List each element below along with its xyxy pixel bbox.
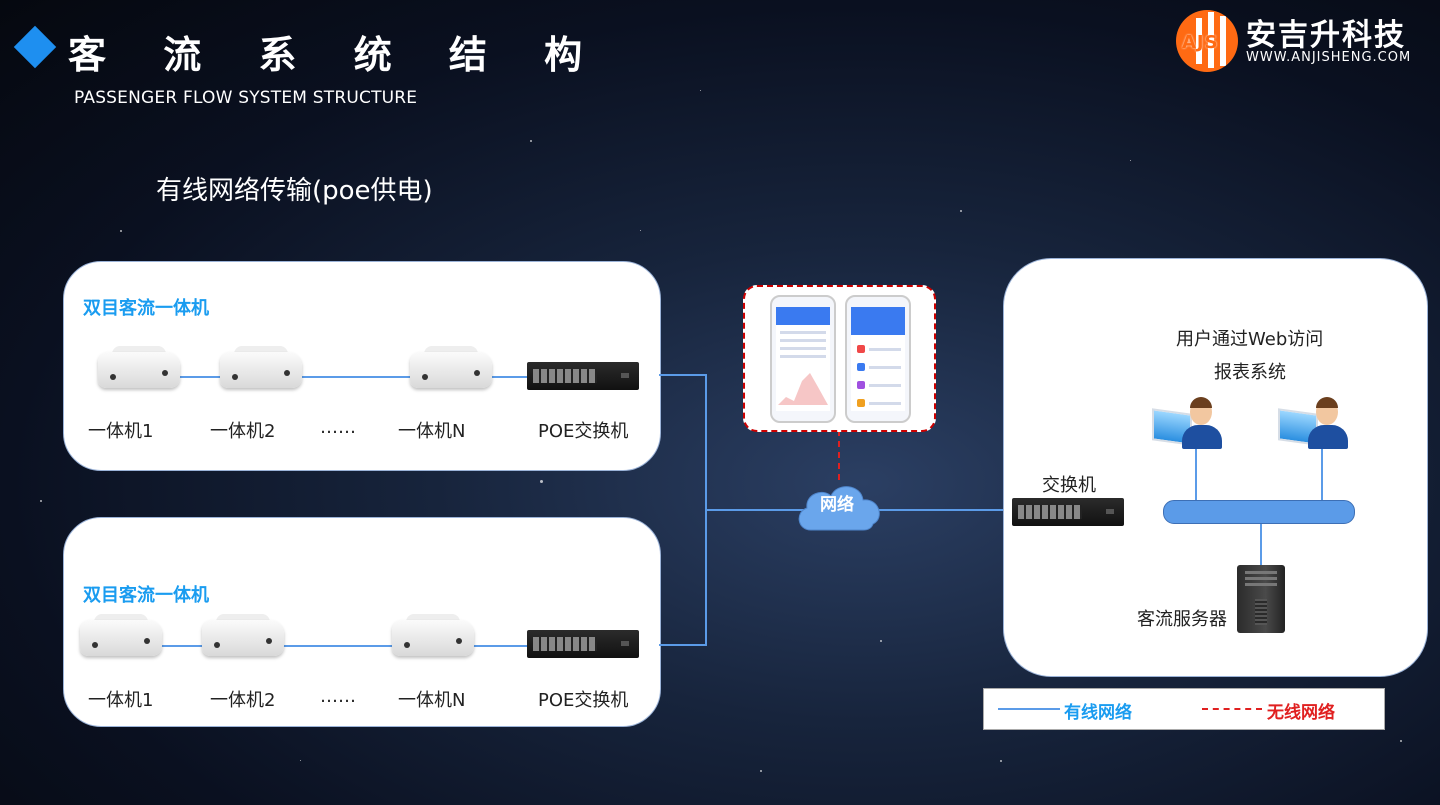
camera-icon — [392, 614, 476, 660]
web-access-line2: 报表系统 — [1214, 362, 1286, 383]
device-label: …… — [320, 686, 356, 707]
panel-title: 双目客流一体机 — [83, 585, 209, 606]
legend-wireless-label: 无线网络 — [1267, 703, 1335, 723]
logo-url: WWW.ANJISHENG.COM — [1246, 50, 1412, 65]
wired-link — [1321, 449, 1323, 501]
page-subtitle: PASSENGER FLOW SYSTEM STRUCTURE — [74, 88, 418, 108]
logo-mark-text: AJS — [1182, 32, 1219, 53]
legend-wired-swatch — [998, 708, 1060, 710]
camera-icon — [220, 346, 304, 392]
phone-icon — [770, 295, 836, 423]
core-switch-icon — [1012, 498, 1124, 526]
wired-link — [1260, 523, 1262, 567]
camera-group-panel-top: 双目客流一体机 一体机1 一体机2 …… 一体机N POE交换机 — [63, 261, 661, 471]
camera-icon — [202, 614, 286, 660]
camera-group-panel-bottom: 双目客流一体机 一体机1 一体机2 …… 一体机N POE交换机 — [63, 517, 661, 727]
phone-icon — [845, 295, 911, 423]
server-label: 客流服务器 — [1137, 609, 1227, 630]
wired-link — [659, 644, 705, 646]
device-label: …… — [320, 417, 356, 438]
wireless-link — [838, 430, 840, 480]
logo-name: 安吉升科技 — [1246, 18, 1406, 53]
camera-icon — [80, 614, 164, 660]
switch-label: 交换机 — [1042, 475, 1096, 496]
company-logo: AJS 安吉升科技 WWW.ANJISHENG.COM — [1176, 6, 1426, 72]
mobile-app-preview — [743, 285, 936, 432]
camera-icon — [98, 346, 182, 392]
device-label: 一体机1 — [88, 690, 154, 711]
device-label: 一体机2 — [210, 421, 276, 442]
device-label: POE交换机 — [538, 690, 629, 711]
cloud-label: 网络 — [820, 495, 854, 515]
logo-mark-icon: AJS — [1176, 10, 1238, 72]
wired-link — [659, 374, 705, 376]
legend-wired-label: 有线网络 — [1064, 703, 1132, 723]
user-computer-icon — [1278, 397, 1352, 453]
server-side-panel: 用户通过Web访问 报表系统 交换机 客流服务器 — [1003, 258, 1428, 677]
camera-icon — [410, 346, 494, 392]
title-diamond-icon — [13, 25, 57, 69]
panel-title: 双目客流一体机 — [83, 298, 209, 319]
device-label: 一体机2 — [210, 690, 276, 711]
legend-wireless-swatch — [1202, 708, 1262, 710]
device-label: 一体机N — [398, 690, 466, 711]
legend: 有线网络 无线网络 — [983, 688, 1385, 730]
wired-link — [174, 376, 634, 378]
page-title: 客 流 系 统 结 构 — [68, 33, 605, 77]
poe-switch-icon — [527, 630, 639, 658]
main-heading: 有线网络传输(poe供电) — [156, 176, 433, 206]
wired-link — [1195, 449, 1197, 501]
network-cloud-icon: 网络 — [793, 478, 885, 532]
device-label: POE交换机 — [538, 421, 629, 442]
network-bus — [1163, 500, 1355, 524]
device-label: 一体机1 — [88, 421, 154, 442]
server-icon — [1237, 565, 1285, 633]
poe-switch-icon — [527, 362, 639, 390]
web-access-line1: 用户通过Web访问 — [1176, 329, 1324, 350]
device-label: 一体机N — [398, 421, 466, 442]
user-computer-icon — [1152, 397, 1226, 453]
